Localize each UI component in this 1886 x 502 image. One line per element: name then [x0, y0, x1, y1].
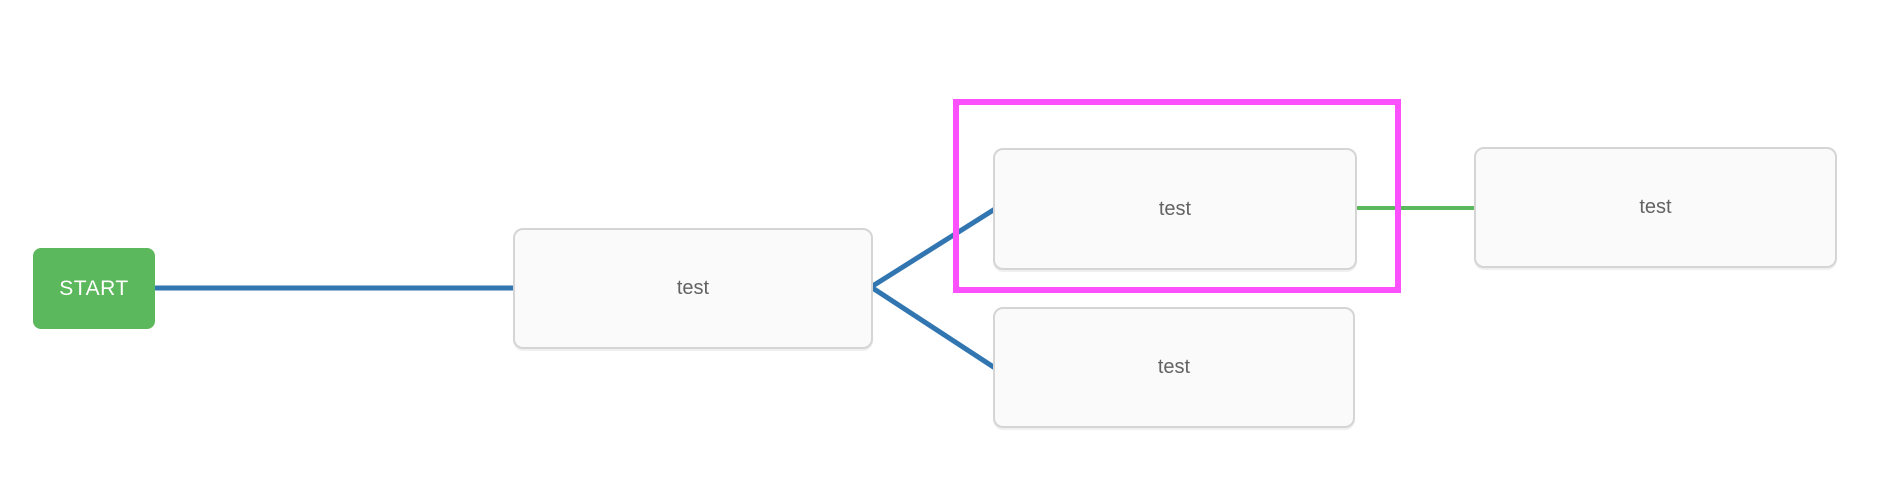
edge-node1-to-node3[interactable] — [868, 284, 998, 371]
flow-node-4[interactable]: test — [1474, 147, 1837, 268]
flow-node-2-selected[interactable]: test — [993, 148, 1357, 270]
start-node[interactable]: START — [33, 248, 155, 329]
edge-node1-to-node2[interactable] — [868, 206, 998, 290]
flow-node-3[interactable]: test — [993, 307, 1355, 428]
flow-node-1[interactable]: test — [513, 228, 873, 349]
